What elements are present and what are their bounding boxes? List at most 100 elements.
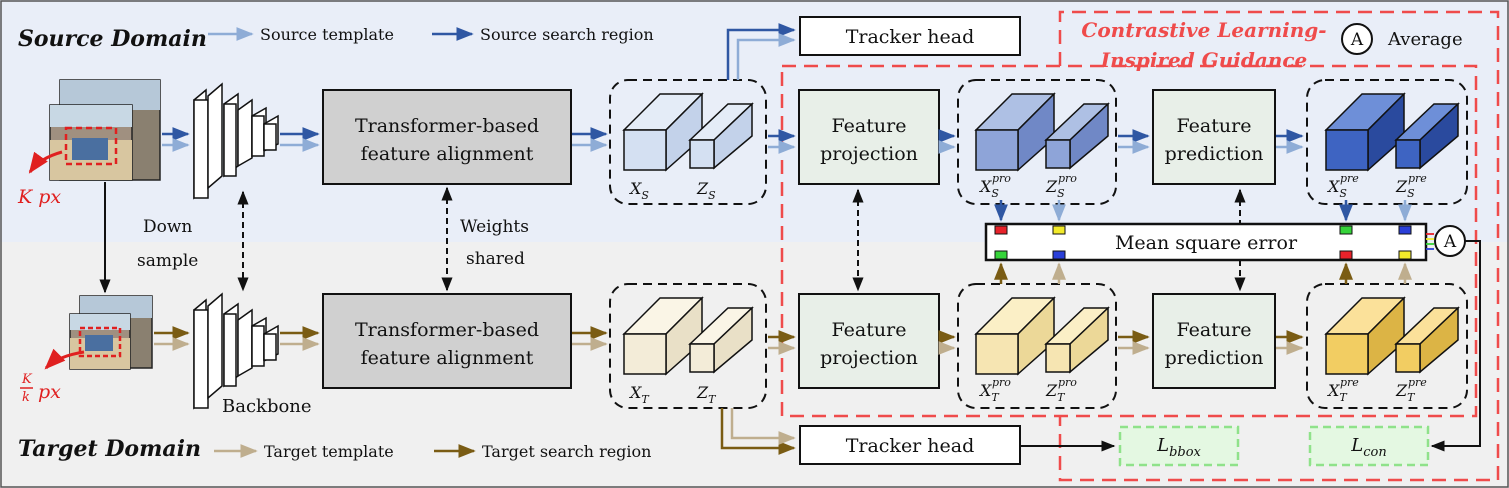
target-k-den: k — [22, 390, 30, 405]
cube-zs-pro — [1044, 102, 1110, 170]
target-image-stack — [69, 295, 153, 370]
label-xs-pre: XS — [1326, 177, 1347, 200]
cube-xt-pro — [974, 296, 1056, 376]
source-tracker-head-label: Tracker head — [846, 26, 975, 48]
label-zs-pre-sup: pre — [1408, 172, 1427, 185]
loss-bbox-label: Lbbox — [1156, 435, 1201, 460]
shared-label: shared — [466, 249, 525, 269]
source-prediction-box — [1152, 89, 1276, 185]
tgt-feat-to-tracker-template — [730, 408, 796, 445]
source-tba-line1: Transformer-based — [355, 115, 539, 137]
weights-label: Weights — [460, 217, 529, 237]
label-zt-pre-sup: pre — [1408, 376, 1427, 389]
source-projection-line2: projection — [820, 143, 918, 165]
source-prediction-line1: Feature — [1177, 115, 1252, 137]
source-projection-line1: Feature — [832, 115, 907, 137]
source-prediction-line2: prediction — [1165, 143, 1264, 165]
label-zt-pro-sup: pro — [1058, 376, 1077, 389]
source-pro-frame — [957, 79, 1117, 205]
label-xt-pro-sup: pro — [992, 376, 1011, 389]
cube-zs-pre — [1394, 102, 1460, 170]
target-tba-line1: Transformer-based — [355, 319, 539, 341]
cube-xs-pre — [1324, 92, 1406, 172]
target-domain-title: Target Domain — [18, 436, 201, 462]
label-zt-pre: ZT — [1395, 381, 1416, 404]
source-tba-box — [322, 89, 572, 185]
label-xs-pro: XS — [978, 177, 999, 200]
target-feature-frame — [609, 283, 767, 409]
target-backbone — [193, 292, 279, 410]
guidance-outer-frame — [1058, 10, 1500, 482]
guidance-title-1: Contrastive Learning- — [1081, 18, 1326, 42]
legend-average-symbol: A — [1350, 30, 1364, 50]
cube-xt — [622, 296, 704, 376]
loss-con-label: Lcon — [1350, 435, 1386, 460]
legend-average-label: Average — [1387, 29, 1463, 50]
target-pro-frame — [957, 283, 1117, 409]
source-image-stack — [49, 79, 161, 181]
src-feat-to-tracker-template — [736, 33, 796, 80]
label-xt-pro: XT — [978, 381, 1000, 404]
target-tba-box — [322, 293, 572, 389]
target-tracker-head-label: Tracker head — [846, 435, 975, 457]
target-k-num: K — [21, 372, 33, 387]
source-feature-frame — [609, 79, 767, 205]
cube-zs — [688, 102, 754, 170]
legend-average-circle — [1341, 23, 1373, 55]
target-crop-arrow — [44, 348, 85, 370]
target-prediction-line2: prediction — [1165, 347, 1264, 369]
backbone-label: Backbone — [222, 396, 312, 417]
legend-source-template-label: Source template — [260, 25, 394, 44]
legend-target-search-label: Target search region — [482, 442, 651, 461]
cube-xs-pro — [974, 92, 1056, 172]
target-prediction-box — [1152, 293, 1276, 389]
cube-xs — [622, 92, 704, 172]
label-xs: XS — [628, 179, 649, 202]
legend-source-search-label: Source search region — [480, 25, 654, 44]
label-xt-pre: XT — [1326, 381, 1348, 404]
source-pre-frame — [1306, 79, 1468, 205]
target-projection-line2: projection — [820, 347, 918, 369]
average-node-symbol: A — [1443, 232, 1457, 252]
average-to-lcon-arrow — [1430, 240, 1481, 452]
label-xt: XT — [628, 383, 650, 406]
source-domain-title: Source Domain — [18, 26, 207, 52]
target-pre-frame — [1306, 283, 1468, 409]
label-zs-pro: ZS — [1045, 177, 1065, 200]
cube-zt — [688, 306, 754, 374]
label-zt-pro: ZT — [1045, 381, 1066, 404]
target-projection-box — [798, 293, 940, 389]
target-k-px-unit: px — [38, 381, 61, 403]
label-xs-pro-sup: pro — [992, 172, 1011, 185]
legend-target-template-label: Target template — [264, 442, 394, 461]
label-zs: ZS — [696, 179, 716, 202]
label-xs-pre-sup: pre — [1340, 172, 1359, 185]
cube-xt-pre — [1324, 296, 1406, 376]
src-feat-to-tracker-search — [726, 23, 796, 80]
target-tba-line2: feature alignment — [361, 347, 534, 369]
label-zs-pro-sup: pro — [1058, 172, 1077, 185]
source-tracker-head — [799, 16, 1021, 56]
guidance-title-2: Inspired Guidance — [1100, 48, 1308, 72]
label-zs-pre: ZS — [1395, 177, 1415, 200]
loss-bbox-box — [1118, 425, 1240, 467]
label-zt: ZT — [696, 383, 717, 406]
tgt-feat-to-tracker-search — [720, 408, 796, 455]
downsample-label-1: Down — [143, 217, 192, 237]
source-backbone — [193, 82, 279, 200]
source-projection-box — [798, 89, 940, 185]
cube-zt-pro — [1044, 306, 1110, 374]
downsample-label-2: sample — [137, 251, 198, 271]
source-tba-line2: feature alignment — [361, 143, 534, 165]
mse-color-squares — [994, 225, 1412, 260]
mse-to-average-lines — [1426, 233, 1434, 250]
mse-label: Mean square error — [1115, 232, 1298, 254]
source-crop-arrow — [28, 150, 63, 174]
loss-con-box — [1308, 425, 1430, 467]
target-projection-line1: Feature — [832, 319, 907, 341]
target-prediction-line1: Feature — [1177, 319, 1252, 341]
source-k-px-label: K px — [17, 186, 61, 208]
